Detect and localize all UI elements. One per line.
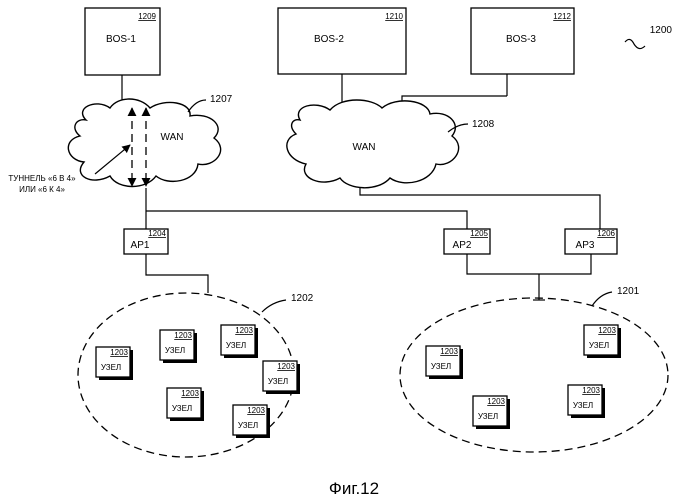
node-label: УЗЕЛ (172, 404, 192, 413)
node-label: УЗЕЛ (478, 412, 498, 421)
ap2-ref: 1205 (470, 229, 488, 238)
tunnel-note: ТУННЕЛЬ «6 В 4» ИЛИ «6 К 4» (8, 174, 76, 194)
node-ref: 1203 (440, 347, 458, 356)
node-ref: 1203 (181, 389, 199, 398)
wan-cloud-1208: WAN 1208 (287, 100, 495, 188)
node-b3: 1203 УЗЕЛ (473, 396, 510, 429)
node-label: УЗЕЛ (101, 363, 121, 372)
node-label: УЗЕЛ (268, 377, 288, 386)
bos-1-label: BOS-1 (106, 34, 136, 45)
wan-1207-label: WAN (161, 132, 184, 143)
ap1: 1204 AP1 (124, 229, 168, 254)
bos-3-ref: 1212 (553, 12, 571, 21)
figure-caption: Фиг.12 (329, 479, 379, 498)
node-a1: 1203 УЗЕЛ (96, 347, 133, 380)
node-a5: 1203 УЗЕЛ (167, 388, 204, 421)
node-ref: 1203 (582, 386, 600, 395)
node-ref: 1203 (247, 406, 265, 415)
ap2: 1205 AP2 (444, 229, 490, 254)
cluster-1201-ref: 1201 (617, 286, 640, 297)
node-a2: 1203 УЗЕЛ (160, 330, 197, 363)
node-label: УЗЕЛ (573, 401, 593, 410)
node-b1: 1203 УЗЕЛ (426, 346, 463, 379)
node-a6: 1203 УЗЕЛ (233, 405, 270, 438)
node-ref: 1203 (174, 331, 192, 340)
node-a4: 1203 УЗЕЛ (263, 361, 300, 394)
ap3-label: AP3 (576, 240, 595, 251)
ap1-label: AP1 (131, 240, 150, 251)
node-label: УЗЕЛ (226, 341, 246, 350)
wan-1208-label: WAN (353, 142, 376, 153)
node-label: УЗЕЛ (165, 346, 185, 355)
ap1-ref: 1204 (148, 229, 166, 238)
bos-1-ref: 1209 (138, 12, 156, 21)
tunnel-note-line1: ТУННЕЛЬ «6 В 4» (8, 174, 76, 183)
node-b4: 1203 УЗЕЛ (568, 385, 605, 418)
ap3-ref: 1206 (597, 229, 615, 238)
node-b2: 1203 УЗЕЛ (584, 325, 621, 358)
ap3: 1206 AP3 (565, 229, 617, 254)
bos-3-server: 1212 BOS-3 (471, 8, 574, 74)
node-ref: 1203 (110, 348, 128, 357)
node-label: УЗЕЛ (238, 421, 258, 430)
figure-reference: 1200 (625, 25, 672, 49)
node-label: УЗЕЛ (431, 362, 451, 371)
node-ref: 1203 (487, 397, 505, 406)
bos-1-server: 1209 BOS-1 (85, 8, 160, 75)
wan-1208-ref: 1208 (472, 119, 495, 130)
node-a3: 1203 УЗЕЛ (221, 325, 258, 358)
bos-2-ref: 1210 (385, 12, 403, 21)
tunnel-note-line2: ИЛИ «6 К 4» (19, 185, 65, 194)
node-label: УЗЕЛ (589, 341, 609, 350)
cluster-1202-ref: 1202 (291, 293, 314, 304)
bos-2-label: BOS-2 (314, 34, 344, 45)
wan-cloud-1207: WAN 1207 (68, 94, 232, 187)
bos-2-server: 1210 BOS-2 (278, 8, 406, 74)
figure-number: 1200 (650, 25, 673, 36)
ap2-label: AP2 (453, 240, 472, 251)
node-ref: 1203 (598, 326, 616, 335)
wan-1207-ref: 1207 (210, 94, 233, 105)
node-ref: 1203 (277, 362, 295, 371)
node-ref: 1203 (235, 326, 253, 335)
bos-3-label: BOS-3 (506, 34, 536, 45)
